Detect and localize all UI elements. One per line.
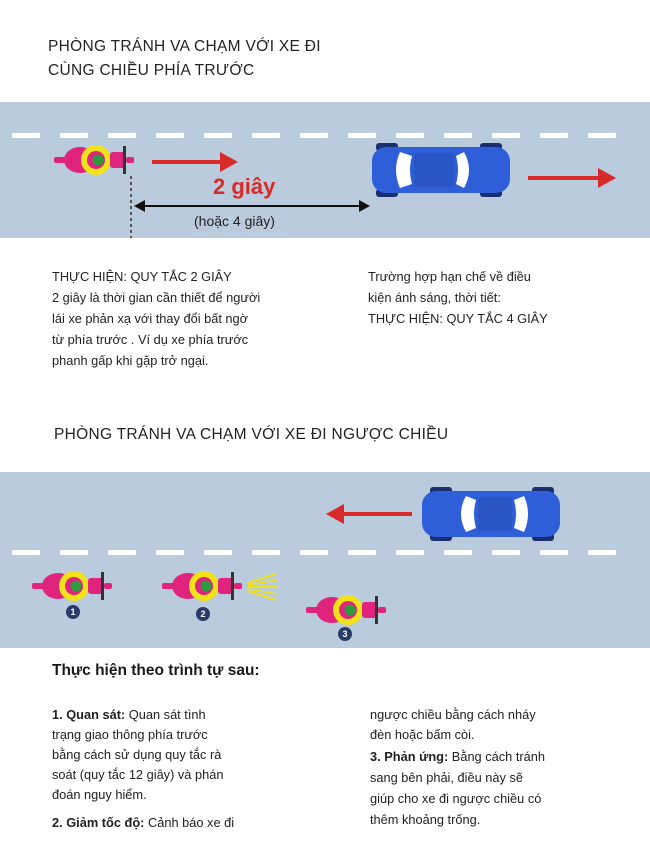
step-number-badge: 3 [338,627,352,641]
section2-title: PHÒNG TRÁNH VA CHẠM VỚI XE ĐI NGƯỢC CHIỀ… [54,426,449,443]
step3-first-line: 3. Phản ứng: Bằng cách tránh [370,746,545,767]
motorcycle-rider-icon [32,571,112,601]
motorcycle-rider-icon [54,145,134,175]
rule2-line: 2 giây là thời gian cần thiết để người [52,290,261,305]
rule4-line: kiện ánh sáng, thời tiết: [368,290,501,305]
rule4-heading: THỰC HIỆN: QUY TẮC 4 GIÂY [368,311,548,326]
step1-label: 1. Quan sát: [52,707,126,722]
car-icon [372,143,510,197]
step2-line: ngược chiều bằng cách nháy [370,707,536,722]
motorcycle-rider-icon [306,595,386,625]
direction-arrow-icon [152,152,238,172]
step1-line: trạng giao thông phía trước [52,727,208,742]
section1-title-line1: PHÒNG TRÁNH VA CHẠM VỚI XE ĐI [48,38,321,55]
step1-line: đoán nguy hiểm. [52,787,147,802]
step2-first-line: 2. Giảm tốc độ: Cảnh báo xe đi [52,812,234,833]
step3-text: Bằng cách tránh [448,749,545,764]
rule2-line: phanh gấp khi gặp trở ngại. [52,353,209,368]
rule2-line: lái xe phản xạ với thay đổi bất ngờ [52,311,249,326]
sequence-heading: Thực hiện theo trình tự sau: [52,662,260,679]
step3-label: 3. Phản ứng: [370,749,449,764]
step3-line: giúp cho xe đi ngược chiều có [370,791,542,806]
step-number-badge: 2 [196,607,210,621]
oncoming-car-icon [422,487,560,541]
step2-line: đèn hoặc bấm còi. [370,727,475,742]
step3-line: thêm khoảng trống. [370,812,481,827]
step-number-badge: 1 [66,605,80,619]
section1-title-line2: CÙNG CHIỀU PHÍA TRƯỚC [48,62,255,79]
gap-time-label: 2 giây [213,174,276,199]
step2-text: Cảnh báo xe đi [144,815,235,830]
step2-label: 2. Giảm tốc độ: [52,815,145,830]
step3-line: sang bên phải, điều này sẽ [370,770,523,785]
rule4-line: Trường hợp hạn chế về điều [368,269,531,284]
rule2-heading: THỰC HIỆN: QUY TẮC 2 GIÂY [52,269,232,284]
gap-alt-label: (hoặc 4 giây) [194,213,275,229]
direction-arrow-icon [528,168,616,188]
step1-text: Quan sát tình [125,707,206,722]
headlight-flash-icon [247,573,278,601]
oncoming-arrow-icon [326,504,412,524]
step1-line: bằng cách sử dụng quy tắc rà [52,747,222,762]
motorcycle-rider-icon [162,571,242,601]
distance-arrow-icon [134,200,370,212]
rule2-line: từ phía trước . Ví dụ xe phía trước [52,332,249,347]
step1-line: soát (quy tắc 12 giây) và phán [52,767,224,782]
reference-line [130,176,132,238]
road-same-direction [0,102,650,238]
step1-first-line: 1. Quan sát: Quan sát tình [52,704,206,725]
